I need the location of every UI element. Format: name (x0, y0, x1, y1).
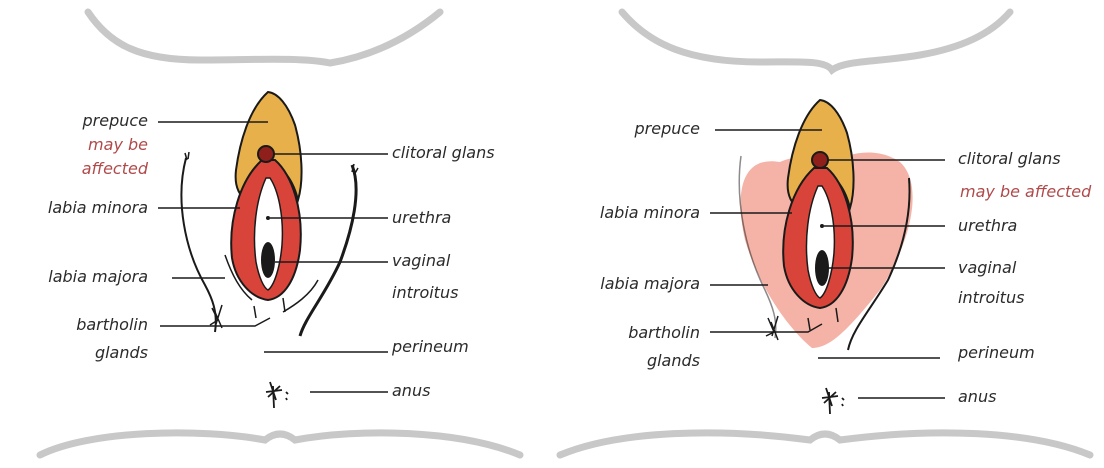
left-label-labia-majora: labia majora (48, 266, 148, 288)
left-label-vaginal: vaginal (392, 250, 450, 272)
left-labia-majora-outline-left (181, 158, 215, 332)
left-label-prepuce: prepuce (82, 110, 148, 132)
right-label-bartholin: bartholin (628, 322, 700, 344)
right-label-prepuce: prepuce (634, 118, 700, 140)
left-panel-illustration (40, 12, 520, 455)
right-label-introitus: introitus (958, 287, 1024, 309)
left-label-clitoral-glans: clitoral glans (392, 142, 495, 164)
right-label-clitoral-glans: clitoral glans (958, 148, 1061, 170)
left-urethra-shape (266, 216, 270, 220)
left-labia-majora-outline-right (300, 165, 356, 336)
left-label-affected: affected (82, 158, 148, 180)
right-clitoral-glans-shape (812, 152, 828, 168)
right-label-glands: glands (647, 350, 700, 372)
right-bottom-thigh-curve (560, 433, 1090, 455)
left-label-bartholin: bartholin (76, 314, 148, 336)
left-anus-shape (266, 382, 288, 408)
right-label-labia-majora: labia majora (600, 273, 700, 295)
left-bartholin-marker (254, 298, 285, 318)
left-top-thigh-curve (88, 12, 440, 63)
left-label-glands: glands (95, 342, 148, 364)
right-label-perineum: perineum (958, 342, 1035, 364)
left-vaginal-introitus-shape (261, 242, 275, 278)
left-label-introitus: introitus (392, 282, 458, 304)
left-bottom-thigh-curve (40, 433, 520, 455)
right-label-labia-minora: labia minora (600, 202, 700, 224)
right-top-thigh-curve (622, 12, 1010, 70)
left-label-labia-minora: labia minora (48, 197, 148, 219)
right-vaginal-introitus-shape (815, 250, 829, 286)
right-label-may-be-affected: may be affected (960, 181, 1091, 203)
left-label-perineum: perineum (392, 336, 469, 358)
right-label-vaginal: vaginal (958, 257, 1016, 279)
left-clitoral-glans-shape (258, 146, 274, 162)
right-label-urethra: urethra (958, 215, 1017, 237)
right-urethra-shape (820, 224, 824, 228)
left-label-urethra: urethra (392, 207, 451, 229)
left-label-may-be: may be (88, 134, 148, 156)
right-label-anus: anus (958, 386, 996, 408)
right-anus-shape (822, 388, 844, 414)
left-label-anus: anus (392, 380, 430, 402)
